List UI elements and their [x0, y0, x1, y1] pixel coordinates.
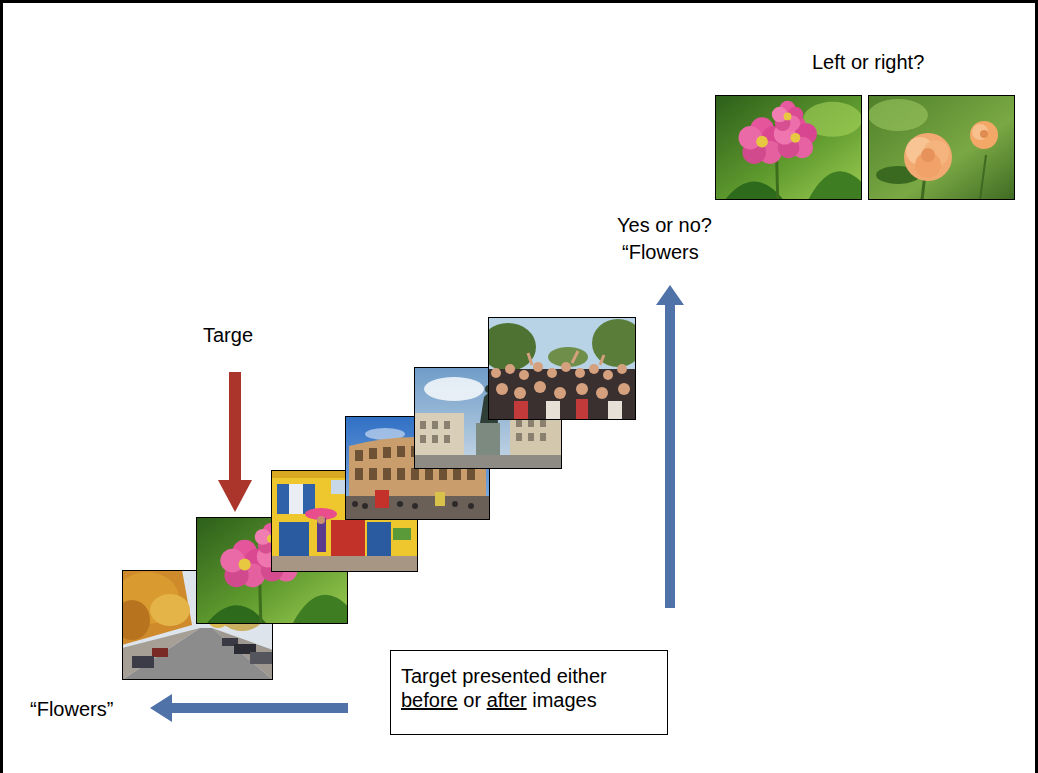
crowd-photo	[480, 317, 644, 420]
text-box: Target presented either before or after …	[390, 650, 668, 735]
caption-label: Left or right?	[812, 50, 924, 74]
box-text: Target presented either before or after …	[401, 664, 657, 712]
caption-label: Yes or no?	[617, 213, 712, 237]
caption-label: “Flowers”	[30, 697, 113, 721]
target-arrow	[218, 372, 252, 512]
left-arrow	[150, 694, 348, 722]
caption-label: Targe	[203, 323, 253, 347]
choice-photo-pink	[715, 95, 862, 200]
caption-label: “Flowers	[622, 240, 699, 264]
choice-photo-rose	[868, 95, 1015, 200]
up-arrow	[656, 285, 684, 608]
